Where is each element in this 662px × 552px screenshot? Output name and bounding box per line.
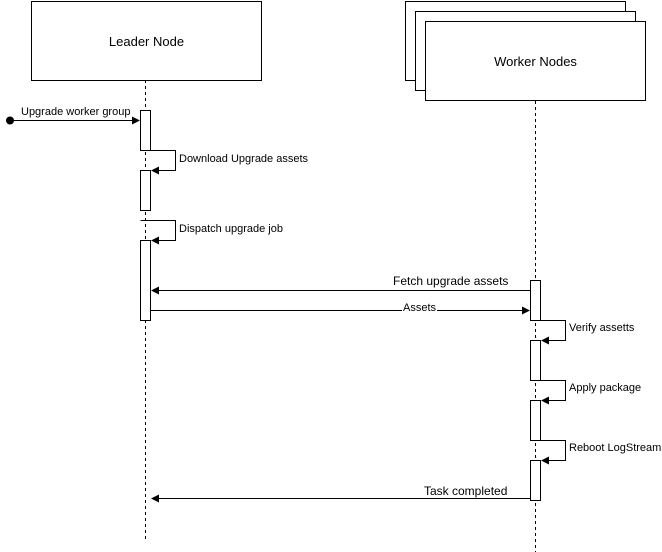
worker-nodes-box: Worker Nodes (425, 21, 646, 101)
apply-package-label: Apply package (569, 382, 642, 394)
assets-label: Assets (402, 302, 438, 314)
fetch-upgrade-assets-label: Fetch upgrade assets (393, 274, 509, 288)
worker-activation-3 (530, 400, 541, 441)
upgrade-worker-group-label: Upgrade worker group (21, 106, 131, 118)
reboot-logstream-arrow (540, 440, 566, 465)
worker-activation-1 (530, 280, 541, 321)
worker-nodes-label: Worker Nodes (494, 53, 577, 69)
worker-activation-4 (530, 460, 541, 501)
apply-package-arrow (540, 380, 566, 405)
leader-activation-3 (140, 240, 151, 321)
dispatch-upgrade-job-arrow (140, 220, 176, 245)
download-upgrade-assets-label: Download Upgrade assets (179, 153, 309, 165)
dispatch-upgrade-job-label: Dispatch upgrade job (179, 223, 283, 235)
verify-assets-label: Verify assetts (569, 322, 635, 334)
leader-node-box: Leader Node (31, 1, 262, 81)
leader-node-label: Leader Node (108, 33, 185, 49)
leader-activation-2 (140, 170, 151, 211)
leader-activation-1 (140, 110, 151, 151)
worker-activation-2 (530, 340, 541, 381)
verify-assets-arrow (540, 320, 566, 345)
download-upgrade-assets-arrow (150, 150, 176, 175)
task-completed-label: Task completed (424, 484, 508, 498)
reboot-logstream-label: Reboot LogStream (569, 442, 662, 454)
